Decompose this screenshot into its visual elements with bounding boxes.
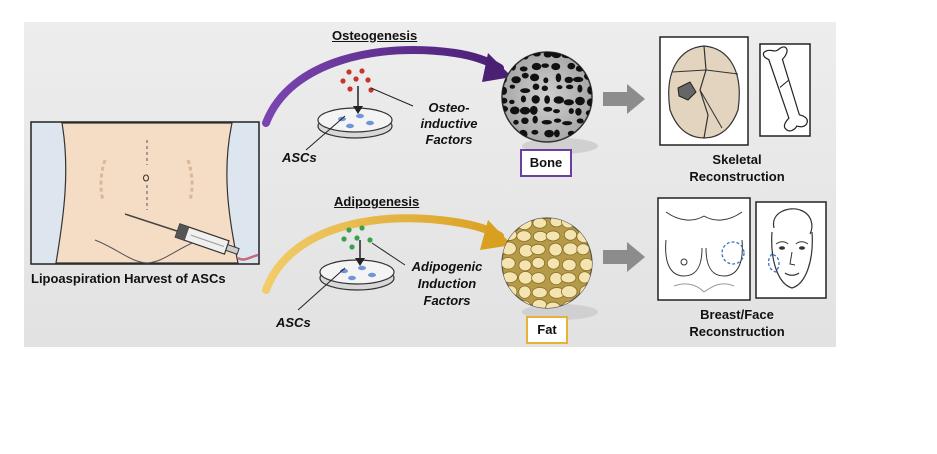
ascs-top-leader [305, 115, 346, 151]
adipogenesis-arrow [262, 214, 512, 294]
breast-icon [657, 197, 751, 301]
skeletal-line-2: Reconstruction [689, 169, 785, 184]
bone-tissue-icon [501, 51, 598, 154]
petri-dish-icon [317, 86, 393, 139]
adipo-factors-line-3: Factors [423, 293, 471, 308]
adipogenesis-title: Adipogenesis [334, 194, 420, 209]
arrow-to-breast-face [603, 242, 645, 272]
breast-line-1: Breast/Face [700, 307, 774, 322]
adipo-factors-leader [371, 242, 406, 266]
osteo-factors-line-2: inductive [420, 116, 478, 131]
syringe-icon [124, 213, 259, 261]
adipo-factors-line-2: Induction [417, 276, 477, 291]
face-icon [755, 201, 827, 299]
breast-face-reconstruction-label: Breast/Face Reconstruction [682, 306, 792, 340]
breast-line-2: Reconstruction [689, 324, 785, 339]
ascs-bottom-leader [297, 267, 346, 311]
ascs-bottom-label: ASCs [276, 315, 311, 330]
ascs-top-label: ASCs [282, 150, 317, 165]
skeletal-reconstruction-label: Skeletal Reconstruction [682, 151, 792, 185]
osteogenesis-arrow [262, 45, 512, 127]
fat-label-box: Fat [526, 316, 568, 344]
bone-label-box: Bone [520, 149, 572, 177]
petri-dish-icon [319, 240, 395, 291]
adipo-factors-label: Adipogenic Induction Factors [404, 258, 490, 309]
skull-icon [659, 36, 749, 146]
osteogenesis-title: Osteogenesis [332, 28, 418, 43]
skeletal-line-1: Skeletal [712, 152, 762, 167]
osteo-factors-line-1: Osteo- [428, 100, 470, 115]
osteo-factors-label: Osteo- inductive Factors [409, 100, 489, 148]
adipo-factors-line-1: Adipogenic [411, 259, 483, 274]
adipo-factor-dots [341, 225, 373, 250]
harvest-label: Lipoaspiration Harvest of ASCs [31, 271, 226, 286]
osteo-factors-line-3: Factors [425, 132, 473, 147]
femur-icon [759, 43, 811, 137]
osteo-factors-leader [370, 87, 414, 107]
abdomen-illustration [30, 121, 260, 265]
arrow-to-skeletal [603, 84, 645, 114]
